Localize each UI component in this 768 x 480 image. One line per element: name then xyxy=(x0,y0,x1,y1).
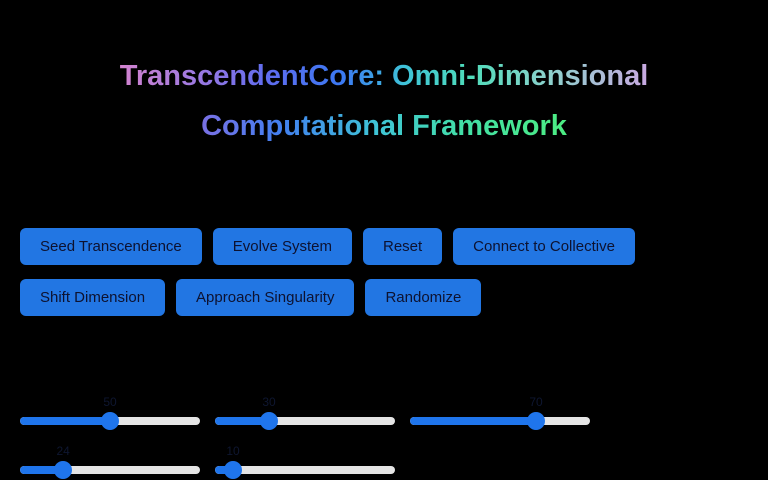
button-panel: Seed Transcendence Evolve System Reset C… xyxy=(20,228,760,330)
slider-5-track[interactable] xyxy=(215,466,395,474)
slider-4-track[interactable] xyxy=(20,466,200,474)
reset-button[interactable]: Reset xyxy=(362,228,443,265)
evolve-system-button[interactable]: Evolve System xyxy=(212,228,352,265)
randomize-button[interactable]: Randomize xyxy=(365,279,482,316)
slider-4[interactable]: 24 xyxy=(20,444,200,479)
slider-2-track[interactable] xyxy=(215,417,395,425)
slider-row-1: 50 30 70 xyxy=(20,395,590,430)
page-title-line1: TranscendentCore: Omni-Dimensional xyxy=(120,51,649,101)
slider-1-fill xyxy=(20,417,110,425)
page-title: TranscendentCore: Omni-Dimensional Compu… xyxy=(0,51,768,151)
button-row-2: Shift Dimension Approach Singularity Ran… xyxy=(20,279,760,316)
approach-singularity-button[interactable]: Approach Singularity xyxy=(176,279,355,316)
page-title-line2: Computational Framework xyxy=(201,101,567,151)
slider-5[interactable]: 10 xyxy=(215,444,395,479)
slider-3-fill xyxy=(410,417,536,425)
slider-5-value-label: 10 xyxy=(226,444,240,458)
slider-4-thumb[interactable] xyxy=(54,461,73,479)
slider-1-value-label: 50 xyxy=(103,395,117,409)
slider-row-2: 24 10 xyxy=(20,444,395,479)
slider-1-thumb[interactable] xyxy=(101,412,119,430)
slider-4-fill xyxy=(20,466,64,474)
slider-2-value-label: 30 xyxy=(262,395,276,409)
slider-4-value-label: 24 xyxy=(56,444,70,458)
slider-2[interactable]: 30 xyxy=(215,395,395,430)
slider-3[interactable]: 70 xyxy=(410,395,590,430)
seed-transcendence-button[interactable]: Seed Transcendence xyxy=(20,228,202,265)
slider-1[interactable]: 50 xyxy=(20,395,200,430)
slider-2-fill xyxy=(215,417,269,425)
slider-2-thumb[interactable] xyxy=(260,412,278,430)
button-row-1: Seed Transcendence Evolve System Reset C… xyxy=(20,228,760,265)
slider-3-thumb[interactable] xyxy=(527,412,545,430)
slider-3-value-label: 70 xyxy=(529,395,543,409)
slider-5-thumb[interactable] xyxy=(224,461,242,479)
connect-to-collective-button[interactable]: Connect to Collective xyxy=(453,228,635,265)
slider-3-track[interactable] xyxy=(410,417,590,425)
shift-dimension-button[interactable]: Shift Dimension xyxy=(20,279,166,316)
